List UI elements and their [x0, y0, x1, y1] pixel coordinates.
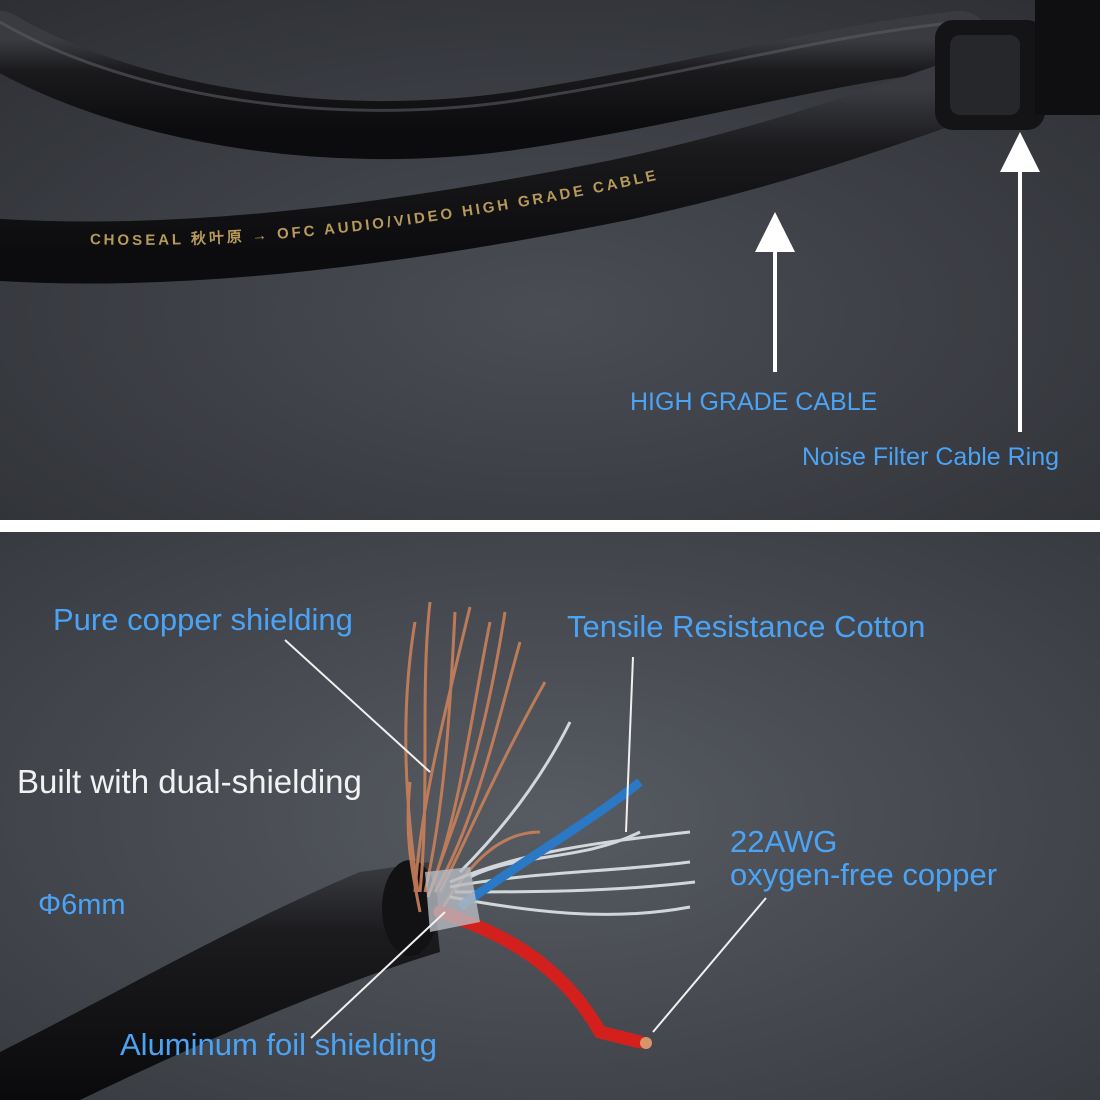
copper-braid: [404, 601, 547, 913]
label-aluminum-foil-shielding: Aluminum foil shielding: [120, 1027, 438, 1062]
aluminum-foil: [425, 867, 480, 932]
label-22awg: 22AWG: [730, 824, 838, 859]
label-dual-shielding: Built with dual-shielding: [17, 763, 362, 800]
label-high-grade-cable: HIGH GRADE CABLE: [630, 388, 878, 416]
label-pure-copper-shielding: Pure copper shielding: [53, 602, 353, 637]
lower-cable: [0, 59, 991, 284]
label-noise-filter-ring: Noise Filter Cable Ring: [802, 443, 1060, 471]
bottom-photo-panel: Pure copper shielding Tensile Resistance…: [0, 532, 1100, 1100]
bottom-photo-illustration: [0, 532, 1100, 1100]
noise-filter-ring-icon: [935, 0, 1100, 130]
pointer-lines: [284, 639, 767, 1039]
label-oxygen-free-copper: oxygen-free copper: [730, 857, 998, 892]
blue-wire: [457, 778, 643, 911]
upper-cable: [0, 11, 989, 159]
label-diameter: Φ6mm: [38, 889, 126, 921]
cable-jacket: [0, 862, 440, 1100]
top-photo-panel: CHOSEAL 秋叶原 → OFC AUDIO/VIDEO HIGH GRADE…: [0, 0, 1100, 520]
label-tensile-resistance-cotton: Tensile Resistance Cotton: [567, 609, 926, 644]
top-photo-illustration: CHOSEAL 秋叶原 → OFC AUDIO/VIDEO HIGH GRADE…: [0, 0, 1100, 520]
cotton-fibers: [449, 721, 696, 916]
